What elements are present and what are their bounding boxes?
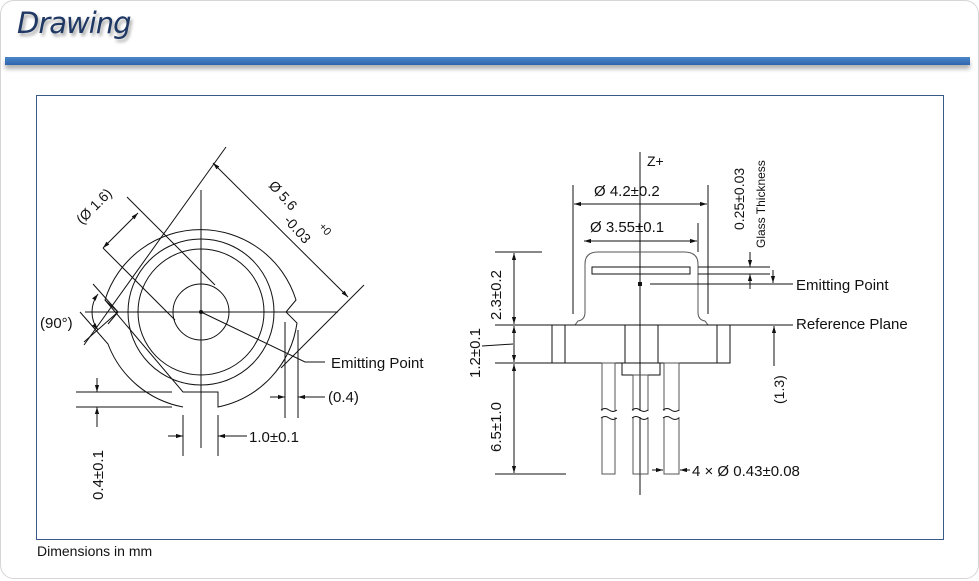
notch-offset-label: (0.4) xyxy=(328,389,359,406)
flange-height-label: 1.2±0.1 xyxy=(467,328,484,378)
side-emitting-point-label: Emitting Point xyxy=(796,277,889,294)
outer-tolerance-upper: +0 xyxy=(316,221,333,238)
z-axis-label: Z+ xyxy=(647,153,664,169)
dimensions-caption: Dimensions in mm xyxy=(37,543,153,559)
glass-thickness-value: 0.25±0.03 xyxy=(731,168,747,230)
cap-height-label: 2.3±0.2 xyxy=(488,270,505,320)
emitting-height-label: (1.3) xyxy=(771,375,787,404)
section-title: Drawing xyxy=(17,6,132,40)
drawing-frame xyxy=(36,95,944,540)
outer-tolerance-lower: -0.03 xyxy=(281,212,314,247)
glass-thickness-label: Glass Thickness xyxy=(754,160,768,248)
lead-diameter-label: 4 × Ø 0.43±0.08 xyxy=(692,463,800,480)
tab-height-label: 0.4±0.1 xyxy=(90,450,107,500)
lead-length-label: 6.5±1.0 xyxy=(488,402,505,452)
inner-diameter-label: (Ø 1.6) xyxy=(73,185,115,227)
top-emitting-point-label: Emitting Point xyxy=(331,355,424,372)
side-view: Z+ Ø 4.2±0.2 Ø 3.55±0.1 xyxy=(467,152,908,495)
angle-label: (90°) xyxy=(40,315,73,332)
cap-inner-diameter-label: Ø 3.55±0.1 xyxy=(590,219,664,236)
reference-plane-label: Reference Plane xyxy=(796,316,908,333)
cap-outer-diameter-label: Ø 4.2±0.2 xyxy=(594,183,660,200)
title-divider xyxy=(5,57,970,65)
outer-diameter-label: Ø 5.6 xyxy=(266,177,301,213)
top-view: (90°) Ø 5.6 +0 -0.03 (Ø 1.6) Emitting Po… xyxy=(40,146,424,500)
tab-width-label: 1.0±0.1 xyxy=(249,429,299,446)
